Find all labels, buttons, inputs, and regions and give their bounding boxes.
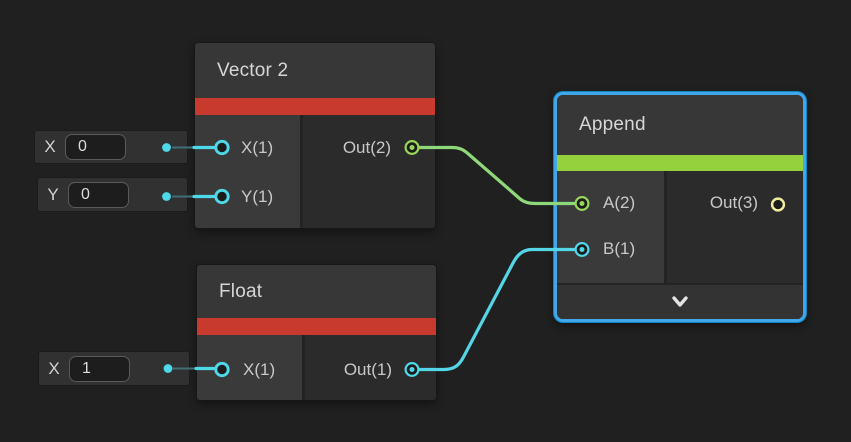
vector2-x-value-field[interactable] xyxy=(65,134,126,160)
vector2-y-widget: Y xyxy=(38,178,187,211)
node-vector2-output-column: Out(2) xyxy=(303,115,435,228)
chevron-down-icon xyxy=(672,296,688,307)
float-x-widget: X xyxy=(39,352,189,385)
node-vector2-type-stripe xyxy=(195,98,435,115)
vector2-x-widget: X xyxy=(35,131,187,163)
float-x-value-field[interactable] xyxy=(69,355,130,382)
port-label-x1: X(1) xyxy=(241,137,274,157)
node-vector2[interactable]: Vector 2 X(1) Y(1) Out(2) xyxy=(195,43,435,228)
port-label-out3: Out(3) xyxy=(709,193,758,212)
node-float[interactable]: Float X(1) Out(1) xyxy=(197,265,436,400)
port-label-a2: A(2) xyxy=(603,193,636,212)
node-float-input-column: X(1) xyxy=(197,335,305,400)
node-vector2-title: Vector 2 xyxy=(195,43,435,98)
vector2-y-value-field[interactable] xyxy=(68,181,129,208)
port-label-b1: B(1) xyxy=(603,239,636,258)
node-append-output-column: Out(3) xyxy=(667,171,803,283)
vector2-x-widget-label: X xyxy=(44,137,56,156)
node-append[interactable]: Append A(2) B(1) Out(3) xyxy=(554,92,806,322)
collapse-node-button[interactable] xyxy=(557,283,803,319)
vector2-y-widget-label: Y xyxy=(47,184,59,204)
port-label-float-x1: X(1) xyxy=(243,359,276,379)
port-label-out1: Out(1) xyxy=(343,359,392,379)
port-label-y1: Y(1) xyxy=(241,186,274,206)
float-x-widget-label: X xyxy=(48,358,60,378)
node-vector2-input-column: X(1) Y(1) xyxy=(195,115,303,228)
node-append-input-column: A(2) B(1) xyxy=(557,171,667,283)
node-append-type-stripe xyxy=(557,155,803,171)
port-label-out2: Out(2) xyxy=(342,137,391,157)
node-float-title: Float xyxy=(197,265,436,318)
node-float-output-column: Out(1) xyxy=(305,335,436,400)
node-append-title: Append xyxy=(557,95,803,155)
node-float-type-stripe xyxy=(197,318,436,335)
